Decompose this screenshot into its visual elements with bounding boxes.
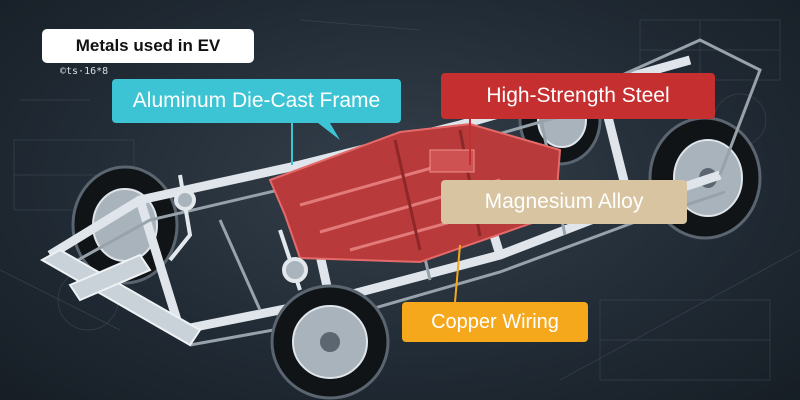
steel-battery-tray <box>268 122 562 264</box>
callout-copper-wiring: Copper Wiring <box>402 302 588 342</box>
front-suspension <box>168 174 308 291</box>
code-label: ©ts·16*8 <box>60 66 109 77</box>
callout-magnesium-alloy: Magnesium Alloy <box>441 180 687 224</box>
wheel-front-right <box>270 284 390 400</box>
callout-high-strength-steel: High-Strength Steel <box>441 73 715 119</box>
front-bumper <box>39 248 202 347</box>
diagram-title: Metals used in EV <box>42 29 254 63</box>
callout-aluminum-die-cast-frame: Aluminum Die-Cast Frame <box>112 79 401 123</box>
